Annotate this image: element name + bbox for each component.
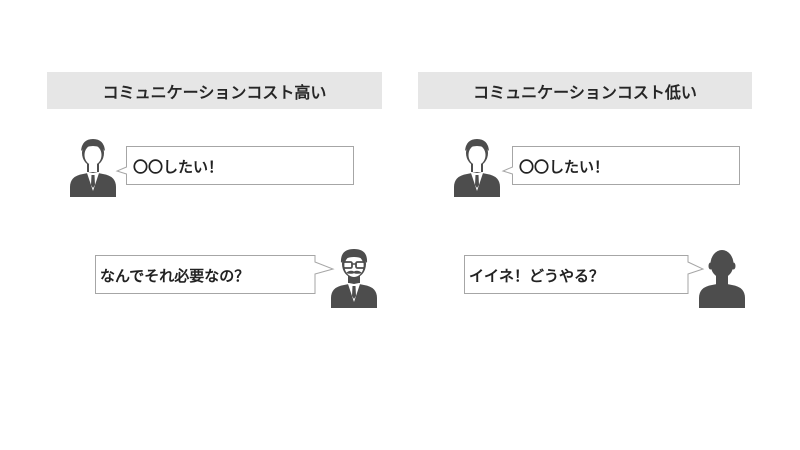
person-silhouette-icon [697,246,747,308]
speech-text: 〇〇したい！ [519,157,610,176]
panel-title-low-cost: コミュニケーションコスト低い [418,72,752,109]
boss-with-glasses-icon [329,246,379,308]
panel-title-high-cost: コミュニケーションコスト高い [47,72,382,109]
speech-text: なんでそれ必要なの？ [100,266,250,285]
businessman-icon [68,135,118,197]
speech-bubble-want: 〇〇したい！ [115,146,356,186]
speech-bubble-want: 〇〇したい！ [501,146,742,186]
speech-bubble-how: イイネ！どうやる？ [464,255,705,295]
speech-bubble-why: なんでそれ必要なの？ [95,255,335,295]
speech-text: 〇〇したい！ [133,157,224,176]
speech-text: イイネ！どうやる？ [469,266,605,285]
businessman-icon [452,135,502,197]
